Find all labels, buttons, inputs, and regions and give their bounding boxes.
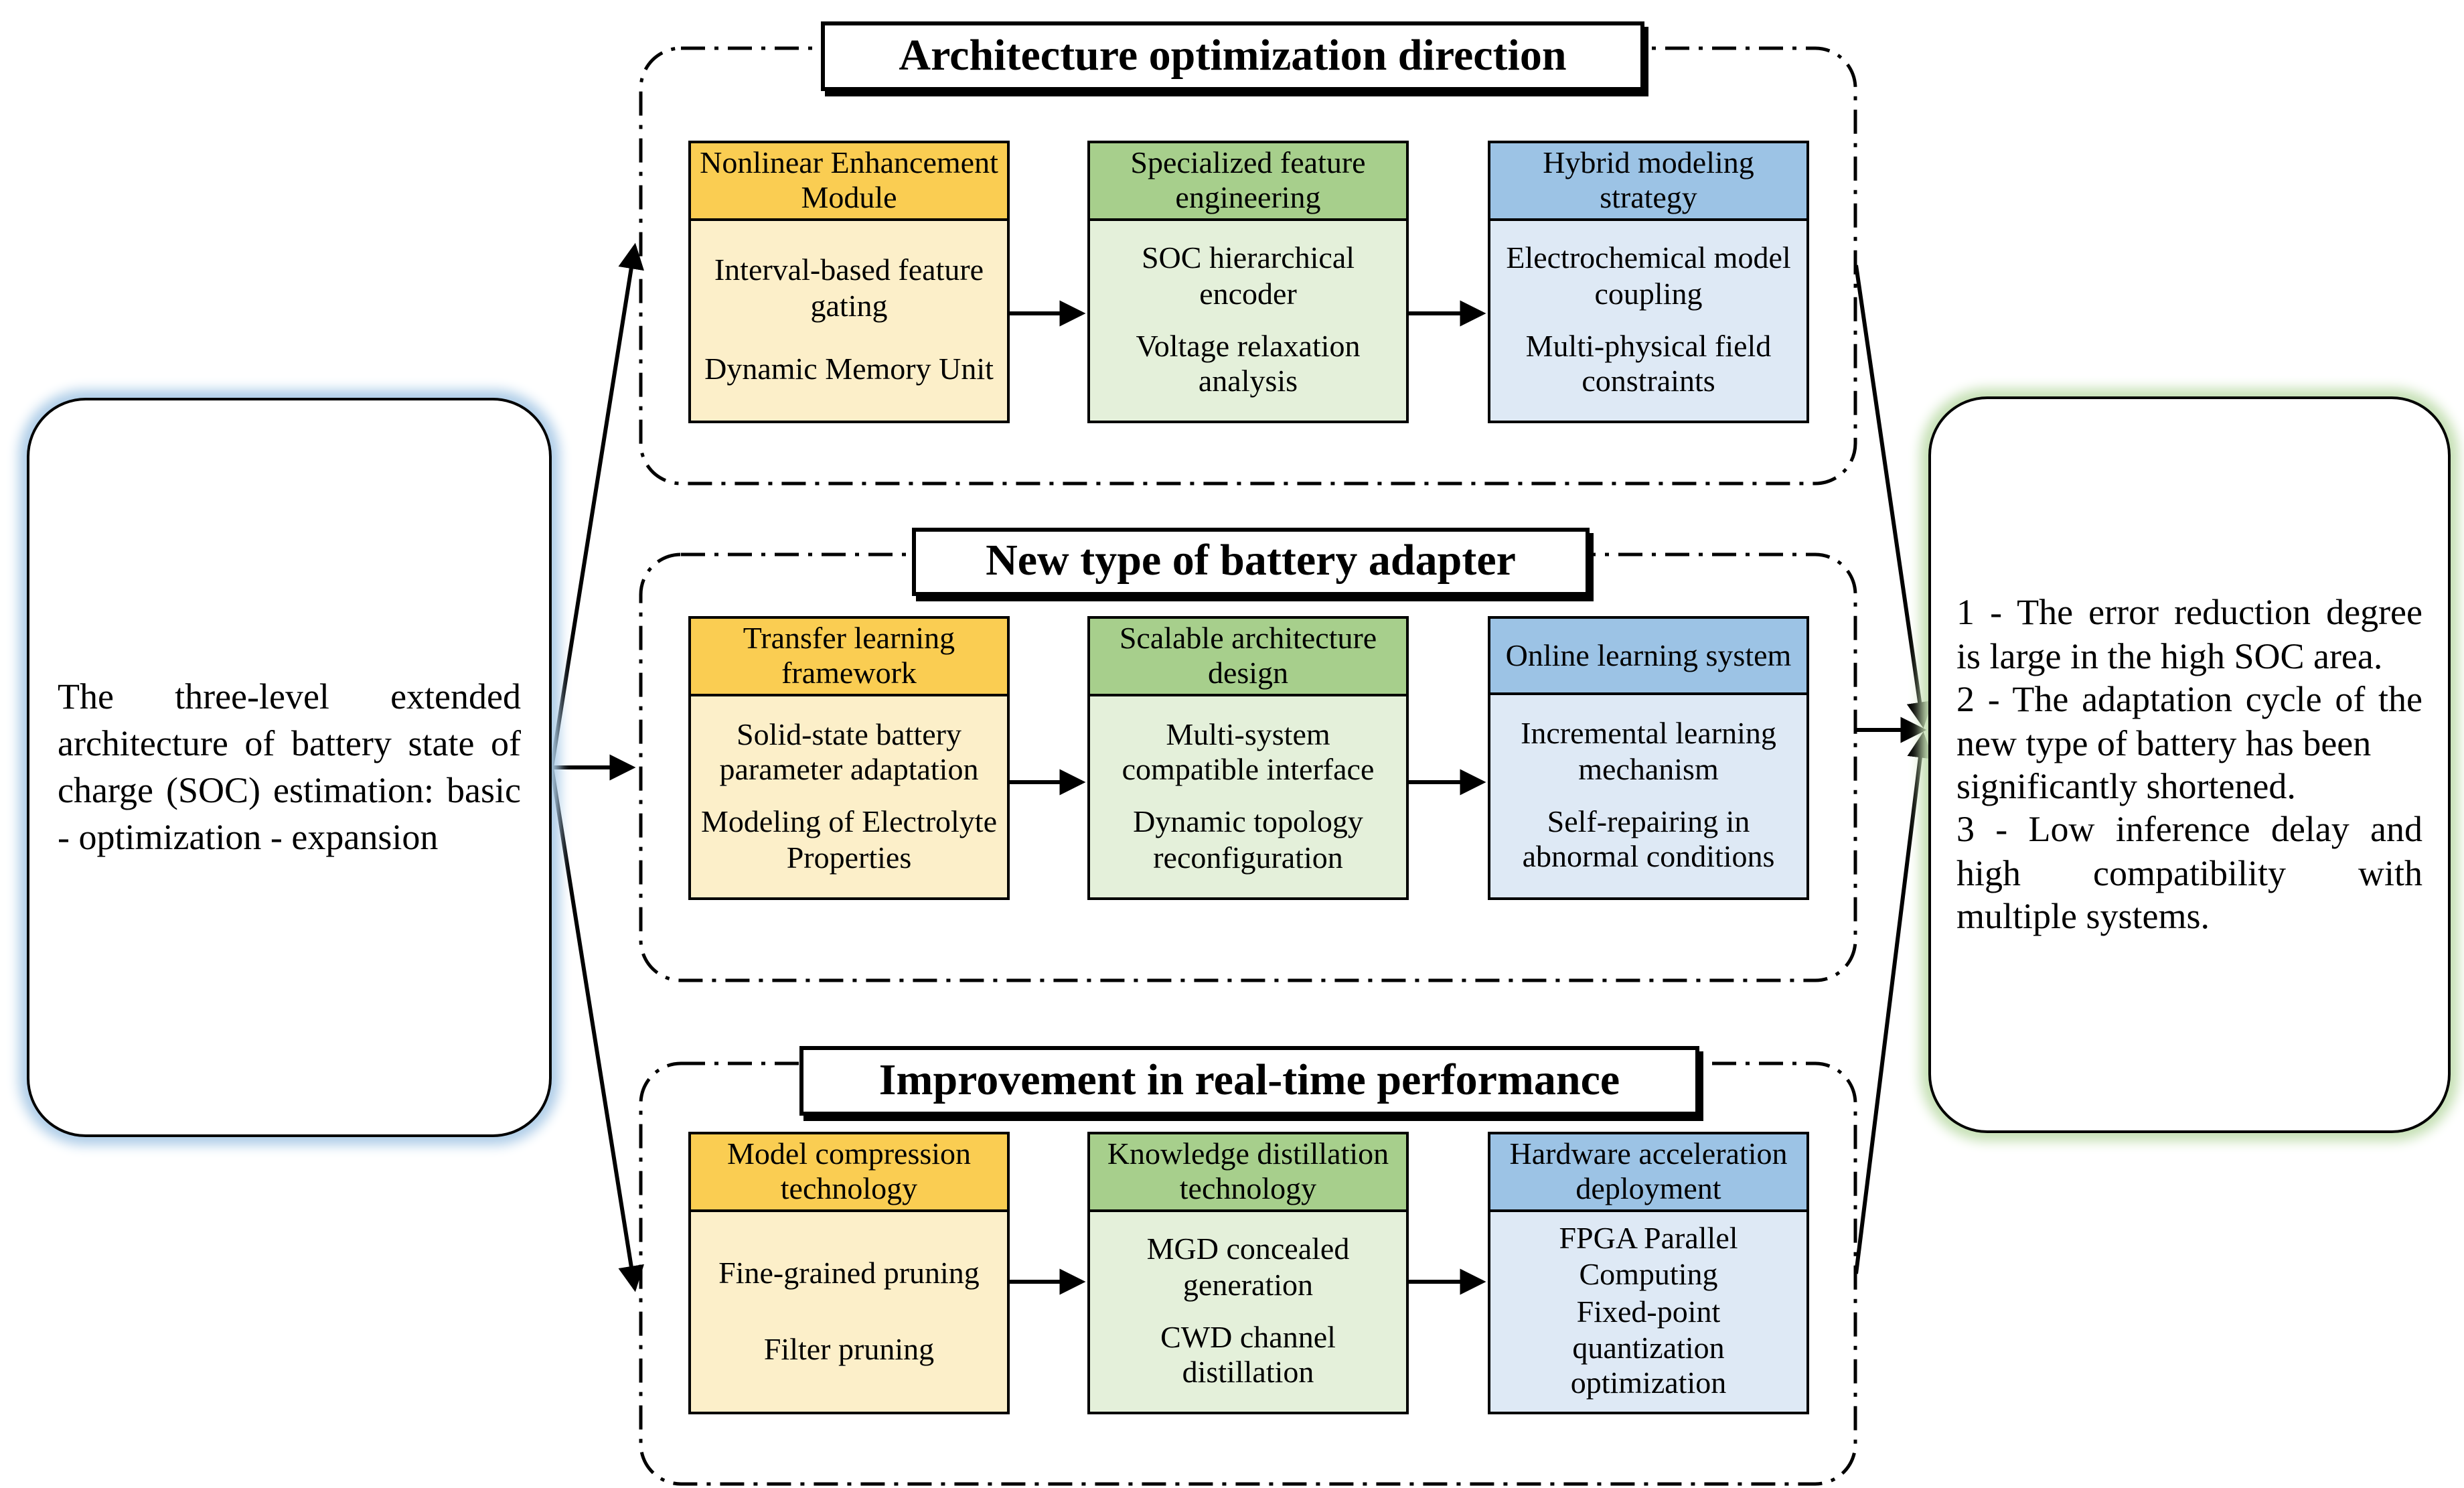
box-item: Voltage relaxation analysis — [1136, 329, 1361, 398]
group-2-title: New type of battery adapter — [912, 528, 1590, 596]
box-body: SOC hierarchical encoder Voltage relaxat… — [1090, 220, 1406, 421]
box-header: Model compression technology — [691, 1134, 1007, 1212]
box-transfer-learning-framework: Transfer learning framework Solid-state … — [688, 616, 1010, 900]
box-scalable-architecture-design: Scalable architecture design Multi-syste… — [1087, 616, 1409, 900]
arrow-group-3-to-right — [1854, 731, 1934, 1274]
box-header: Online learning system — [1490, 619, 1806, 695]
box-item: Solid-state battery parameter adaptation — [719, 717, 979, 787]
box-hybrid-modeling-strategy: Hybrid modeling strategy Electrochemical… — [1488, 141, 1809, 423]
box-header: Scalable architecture design — [1090, 619, 1406, 696]
box-online-learning-system: Online learning system Incremental learn… — [1488, 616, 1809, 900]
box-specialized-feature-engineering: Specialized feature engineering SOC hier… — [1087, 141, 1409, 423]
box-item: Dynamic topology reconfiguration — [1133, 805, 1363, 875]
box-header: Knowledge distillation technology — [1090, 1134, 1406, 1212]
box-body: Fine-grained pruning Filter pruning — [691, 1211, 1007, 1412]
box-item: Interval-based feature gating — [714, 253, 984, 323]
result-line-1: 1 - The error reduction degree is large … — [1956, 592, 2422, 676]
arrow-group-1-to-right — [1854, 265, 1933, 729]
result-line-3: significantly shortened. — [1956, 766, 2296, 806]
group-1-title: Architecture optimization direction — [821, 21, 1644, 91]
box-item: Incremental learning mechanism — [1521, 717, 1776, 786]
box-item: Multi-physical field constraints — [1525, 329, 1772, 398]
box-hardware-acceleration-deployment: Hardware acceleration deployment FPGA Pa… — [1488, 1132, 1809, 1414]
box-header: Hardware acceleration deployment — [1490, 1134, 1806, 1212]
arrow-left-to-group-1 — [550, 242, 644, 768]
right-results-box: 1 - The error reduction degree is large … — [1928, 396, 2451, 1133]
box-body: Interval-based feature gating Dynamic Me… — [691, 220, 1007, 421]
box-body: FPGA Parallel Computing Fixed-point quan… — [1490, 1211, 1806, 1412]
box-header: Transfer learning framework — [691, 619, 1007, 696]
box-body: Electrochemical model coupling Multi-phy… — [1490, 220, 1806, 421]
box-item: Filter pruning — [763, 1332, 935, 1365]
group-3-title: Improvement in real-time performance — [799, 1046, 1699, 1116]
result-line-4: 3 - Low inference delay and high compati… — [1956, 809, 2422, 937]
box-item: Self-repairing in abnormal conditions — [1522, 805, 1775, 874]
box-item: Fine-grained pruning — [718, 1256, 980, 1290]
box-item: MGD concealed generation — [1146, 1232, 1350, 1302]
box-body: Solid-state battery parameter adaptation… — [691, 696, 1007, 897]
left-summary-box: The three-level extended architecture of… — [27, 398, 552, 1137]
box-body: Incremental learning mechanism Self-repa… — [1490, 695, 1806, 897]
box-knowledge-distillation-technology: Knowledge distillation technology MGD co… — [1087, 1132, 1409, 1414]
arrow-left-to-group-3 — [550, 767, 644, 1292]
box-body: Multi-system compatible interface Dynami… — [1090, 696, 1406, 897]
box-item: CWD channel distillation — [1160, 1320, 1336, 1390]
box-item: Multi-system compatible interface — [1122, 717, 1375, 787]
box-header: Specialized feature engineering — [1090, 143, 1406, 221]
box-item: Dynamic Memory Unit — [704, 352, 994, 386]
box-item: SOC hierarchical encoder — [1141, 241, 1355, 311]
box-header: Hybrid modeling strategy — [1490, 143, 1806, 221]
result-line-2: 2 - The adaptation cycle of the new type… — [1956, 679, 2422, 763]
box-nonlinear-enhancement-module: Nonlinear Enhancement Module Interval-ba… — [688, 141, 1010, 423]
box-item: Modeling of Electrolyte Properties — [701, 805, 997, 875]
box-item: Fixed-point quantization optimization — [1570, 1295, 1727, 1400]
box-model-compression-technology: Model compression technology Fine-graine… — [688, 1132, 1010, 1414]
box-item: Electrochemical model coupling — [1506, 241, 1791, 311]
box-body: MGD concealed generation CWD channel dis… — [1090, 1211, 1406, 1412]
box-item: FPGA Parallel Computing — [1559, 1221, 1738, 1291]
box-header: Nonlinear Enhancement Module — [691, 143, 1007, 221]
left-summary-text: The three-level extended architecture of… — [58, 676, 521, 858]
